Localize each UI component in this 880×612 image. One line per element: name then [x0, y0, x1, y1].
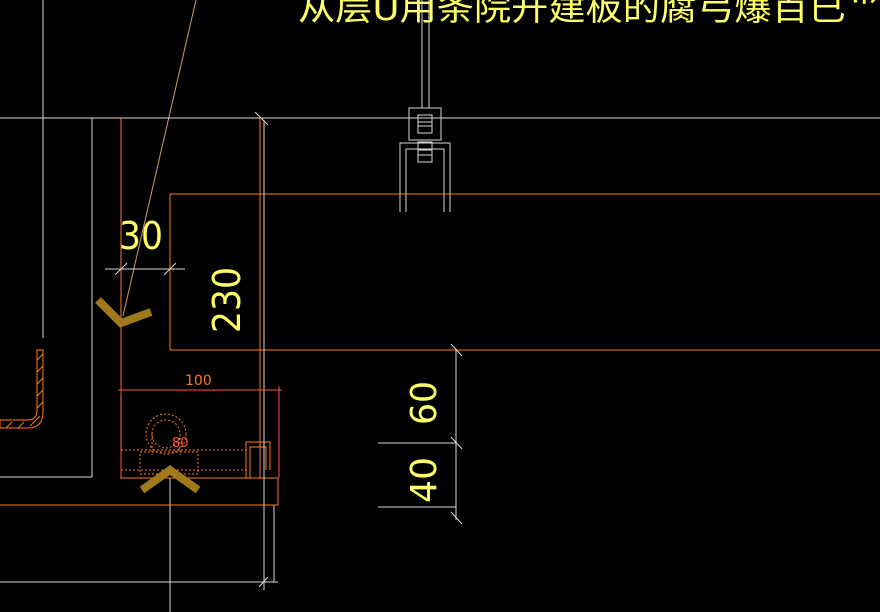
dimension-lines	[105, 111, 463, 590]
orange-structure	[0, 118, 880, 506]
section-arrow-lower	[139, 465, 201, 494]
dim-30: 30	[119, 214, 163, 258]
dim-230: 230	[205, 267, 249, 333]
dim-80: 80	[172, 436, 189, 451]
section-arrow-upper	[95, 297, 153, 328]
dim-100-line	[118, 386, 282, 478]
left-profile	[0, 349, 44, 429]
dim-60: 60	[404, 381, 445, 425]
dim-100: 100	[185, 373, 212, 389]
drawing-title: 从层U用条院开建板的腐弓爆百已⺌	[298, 0, 880, 29]
dim-40: 40	[404, 457, 445, 503]
leader-line	[122, 0, 197, 317]
